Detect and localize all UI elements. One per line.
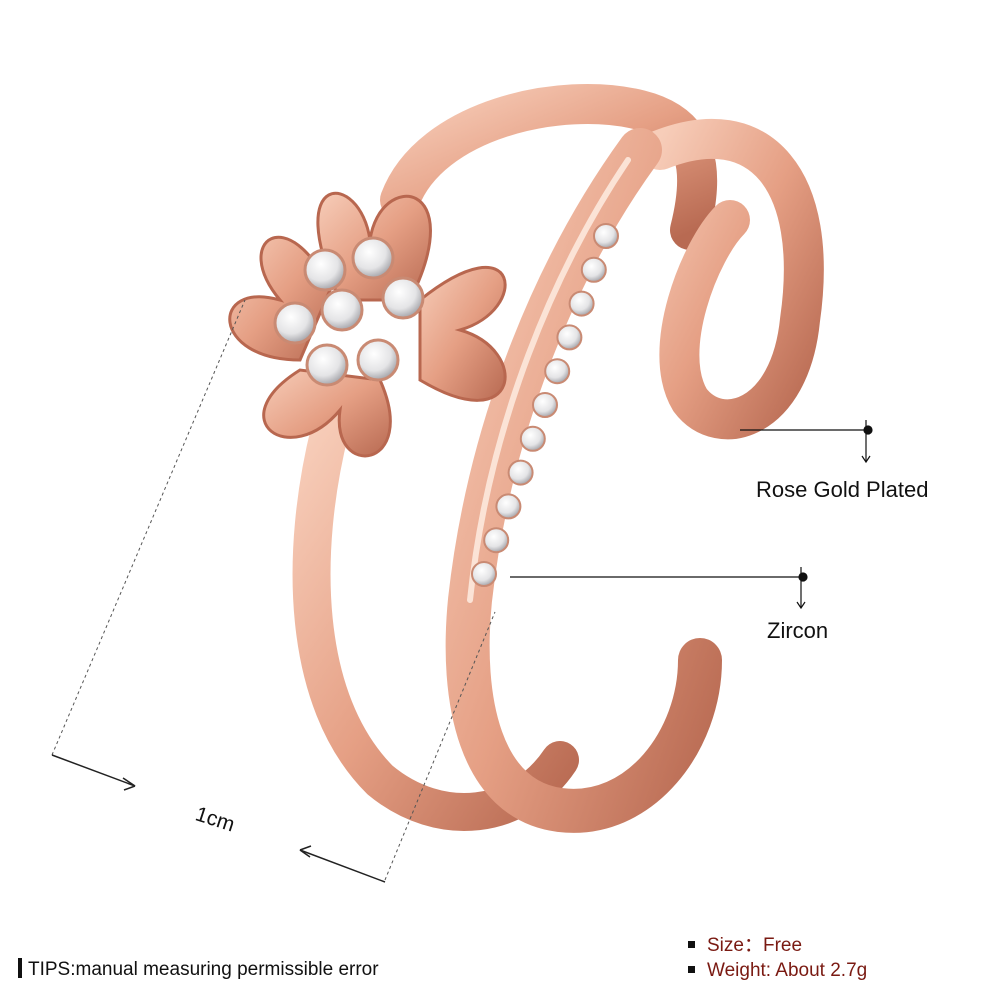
zircon-stone (471, 561, 497, 587)
ring (292, 84, 824, 833)
bullet-icon (688, 966, 695, 973)
tips-text: TIPS:manual measuring permissible error (28, 959, 379, 980)
flower-zircon-stone (381, 276, 425, 320)
spec-size-text: Size：Free (707, 935, 803, 956)
spec-size: Size：Free (688, 930, 802, 957)
spec-weight: Weight: About 2.7g (688, 960, 867, 982)
flower-zircon-stone (320, 288, 364, 332)
callout-zircon-line (510, 567, 808, 610)
ring-right-loop (640, 118, 824, 440)
zircon-stone (519, 425, 546, 452)
zircon-stone (507, 459, 534, 486)
dimension-indicator (51, 299, 496, 883)
callout-rose-gold-label: Rose Gold Plated (756, 477, 929, 502)
ring-left-band (292, 411, 579, 831)
tips-note: TIPS:manual measuring permissible error (18, 958, 379, 981)
ring-front-highlight (467, 157, 631, 603)
bullet-icon (688, 941, 695, 948)
zircon-stone (556, 324, 583, 351)
callout-zircon-label: Zircon (767, 618, 829, 643)
callout-rose-gold-line (740, 420, 873, 464)
flower-zircon-stone (303, 248, 347, 292)
zircon-stone (580, 256, 607, 283)
zircon-row (471, 223, 619, 587)
zircon-stone (544, 358, 571, 385)
dimension-arrow-right (299, 849, 386, 883)
spec-weight-text: Weight: About 2.7g (707, 960, 868, 981)
ring-back-band (380, 84, 718, 250)
flower-zircon-stone (305, 343, 349, 387)
tips-bar (18, 958, 22, 978)
dimension-guide-left (51, 299, 246, 756)
zircon-stone (593, 223, 619, 249)
ring-front-band (445, 128, 722, 833)
zircon-stone (568, 290, 595, 317)
dimension-arrow-left (51, 754, 136, 787)
zircon-stone (495, 493, 522, 520)
flower-zircon-stone (273, 301, 317, 345)
flower-zircon-stone (351, 236, 395, 280)
dimension-guide-right (384, 611, 496, 881)
flower-zircon-stone (356, 338, 400, 382)
zircon-stone (483, 527, 510, 554)
clover-flower (228, 191, 507, 458)
zircon-stone (532, 392, 558, 418)
